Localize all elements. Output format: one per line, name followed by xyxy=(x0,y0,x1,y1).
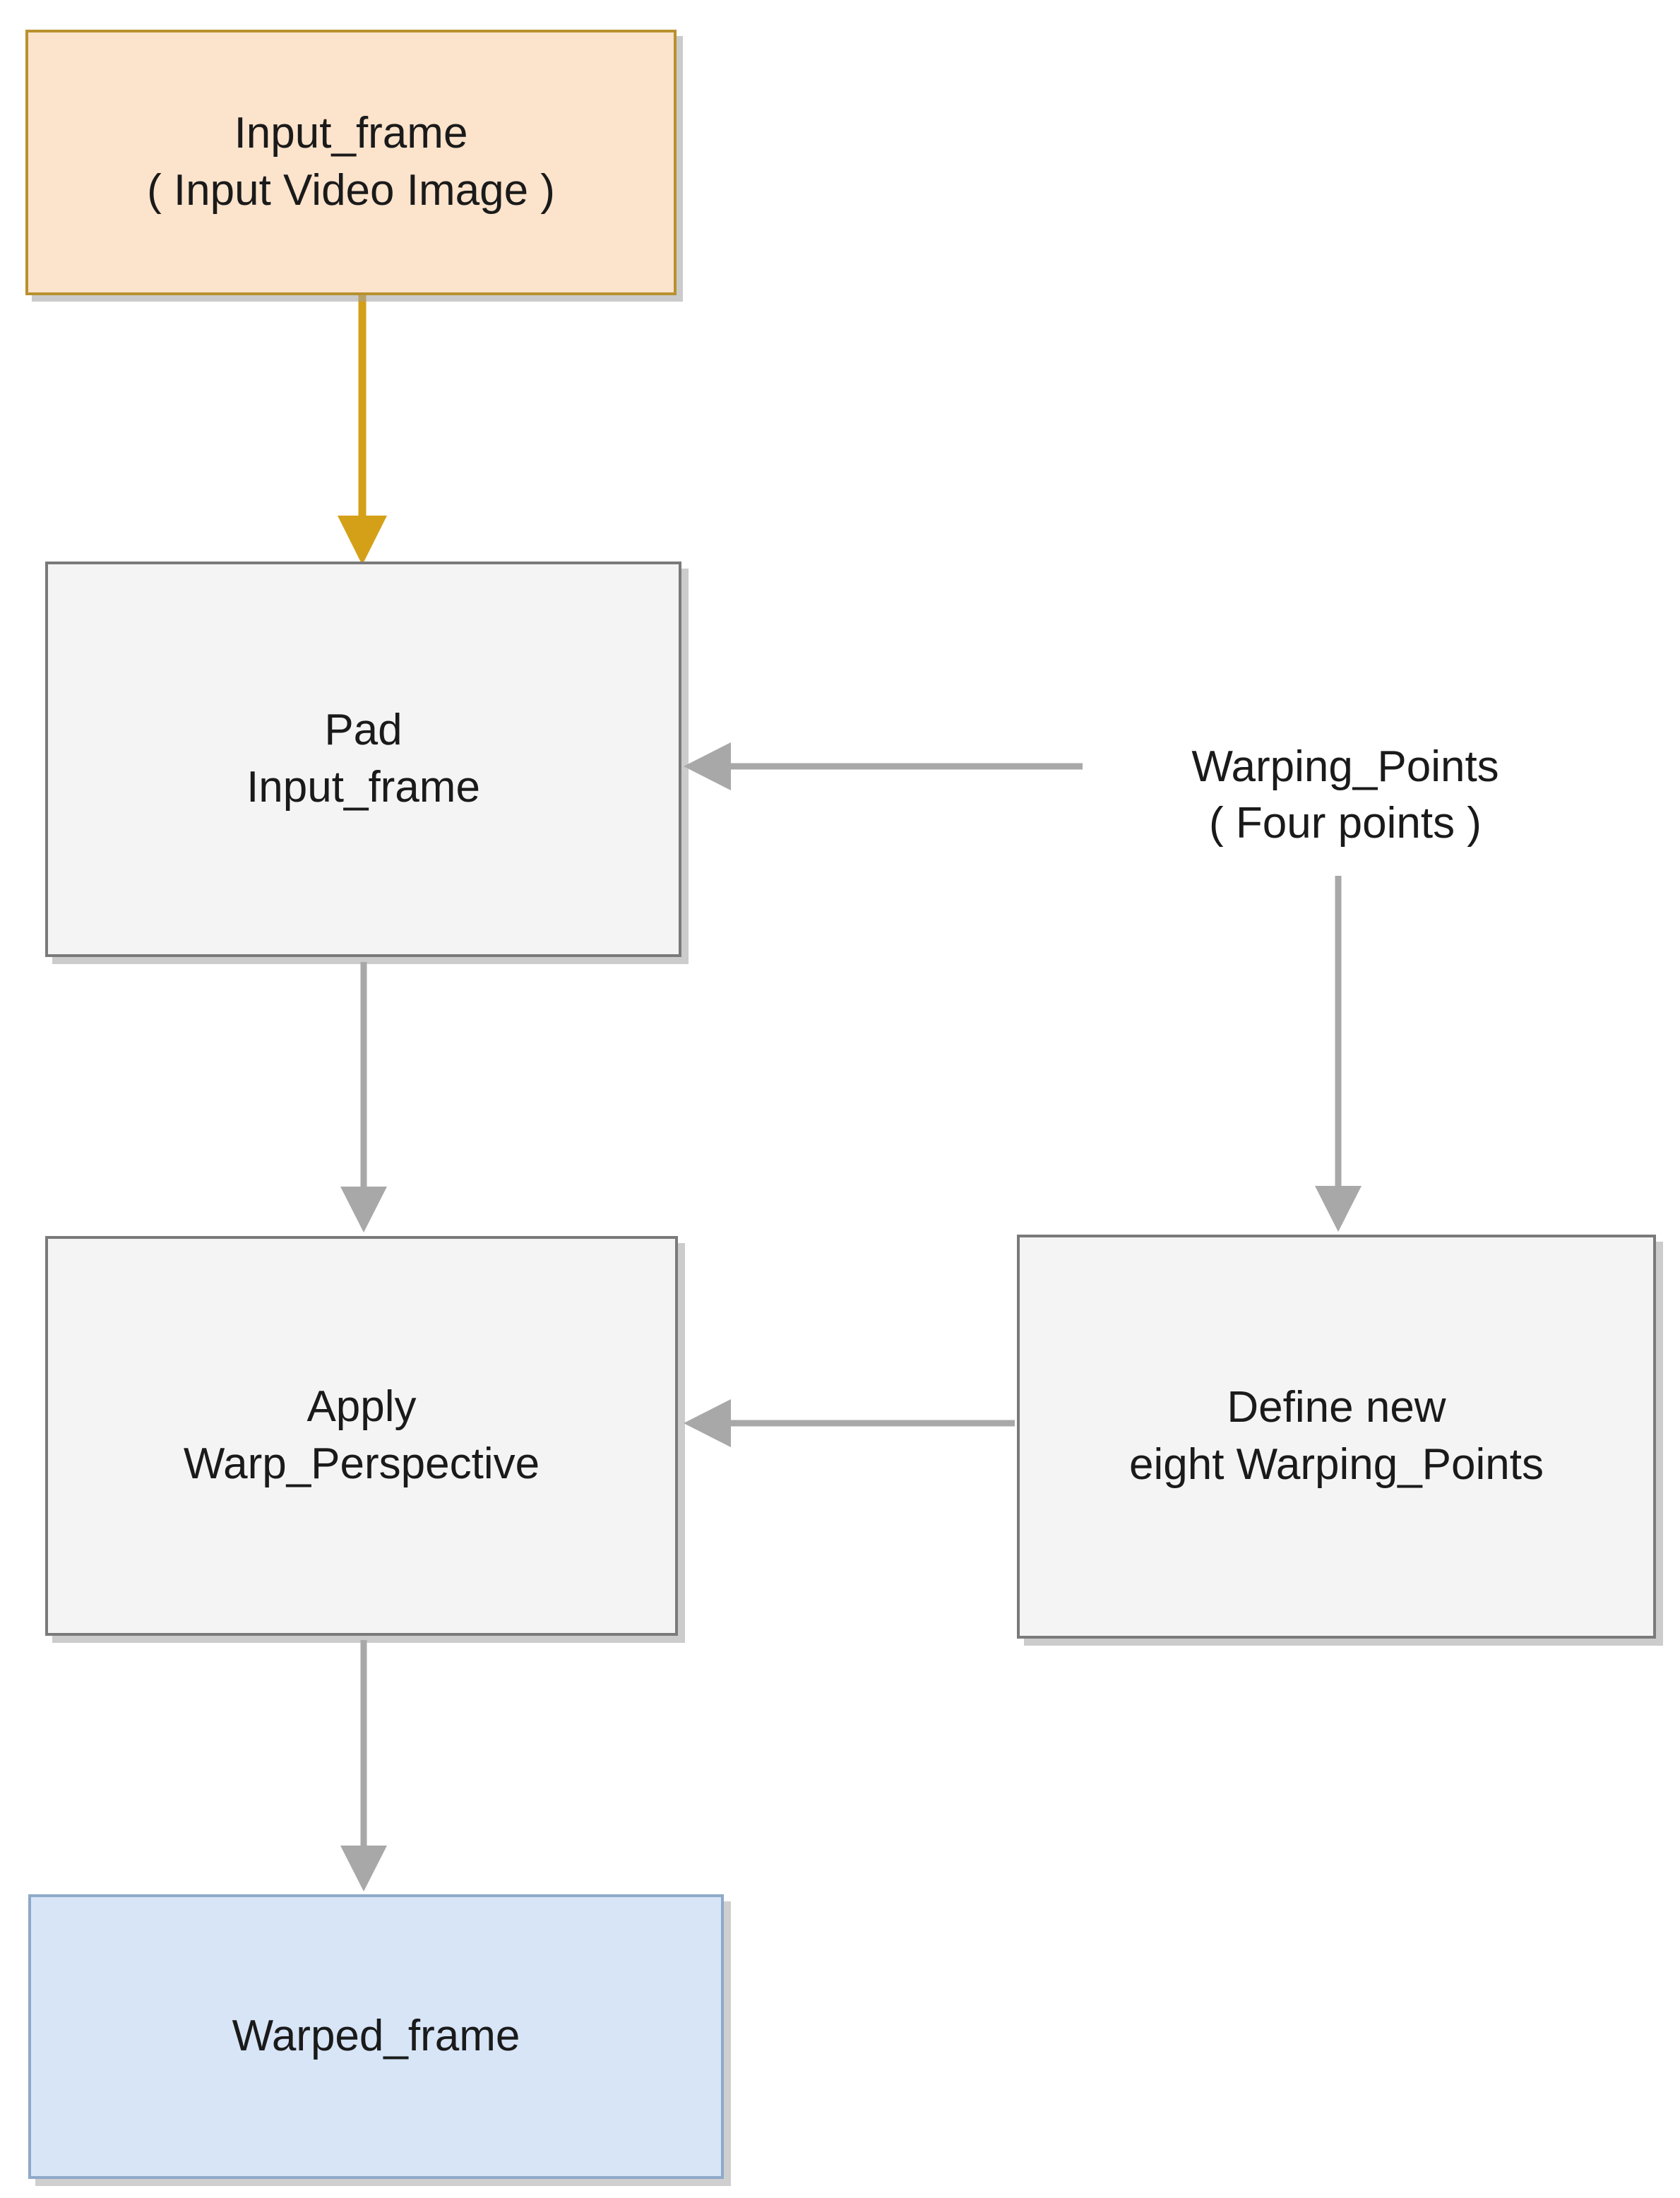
label-warping-points-text: Warping_Points ( Four points ) xyxy=(1191,742,1499,848)
node-define-new-eight-warping-points-label: Define new eight Warping_Points xyxy=(1128,1383,1544,1489)
node-define-new-eight-warping-points[interactable]: Define new eight Warping_Points xyxy=(1017,1235,1656,1639)
node-apply-warp-perspective[interactable]: Apply Warp_Perspective xyxy=(45,1236,678,1636)
edge-input-to-pad xyxy=(338,295,387,565)
node-input-frame-label: Input_frame ( Input Video Image ) xyxy=(147,109,555,215)
node-warped-frame-label: Warped_frame xyxy=(232,2012,520,2061)
node-input-frame[interactable]: Input_frame ( Input Video Image ) xyxy=(25,30,677,295)
node-pad-input-frame[interactable]: Pad Input_frame xyxy=(45,562,681,957)
edge-pad-to-apply xyxy=(340,962,387,1232)
node-pad-input-frame-label: Pad Input_frame xyxy=(246,706,480,812)
node-warped-frame[interactable]: Warped_frame xyxy=(28,1894,724,2179)
node-apply-warp-perspective-label: Apply Warp_Perspective xyxy=(183,1382,540,1488)
edge-apply-to-warped xyxy=(340,1640,387,1891)
edge-warpingpoints-to-define xyxy=(1315,876,1362,1232)
label-warping-points: Warping_Points ( Four points ) xyxy=(1045,682,1645,909)
edge-define-to-apply xyxy=(684,1399,1015,1447)
edge-warpingpoints-to-pad xyxy=(684,742,1083,790)
